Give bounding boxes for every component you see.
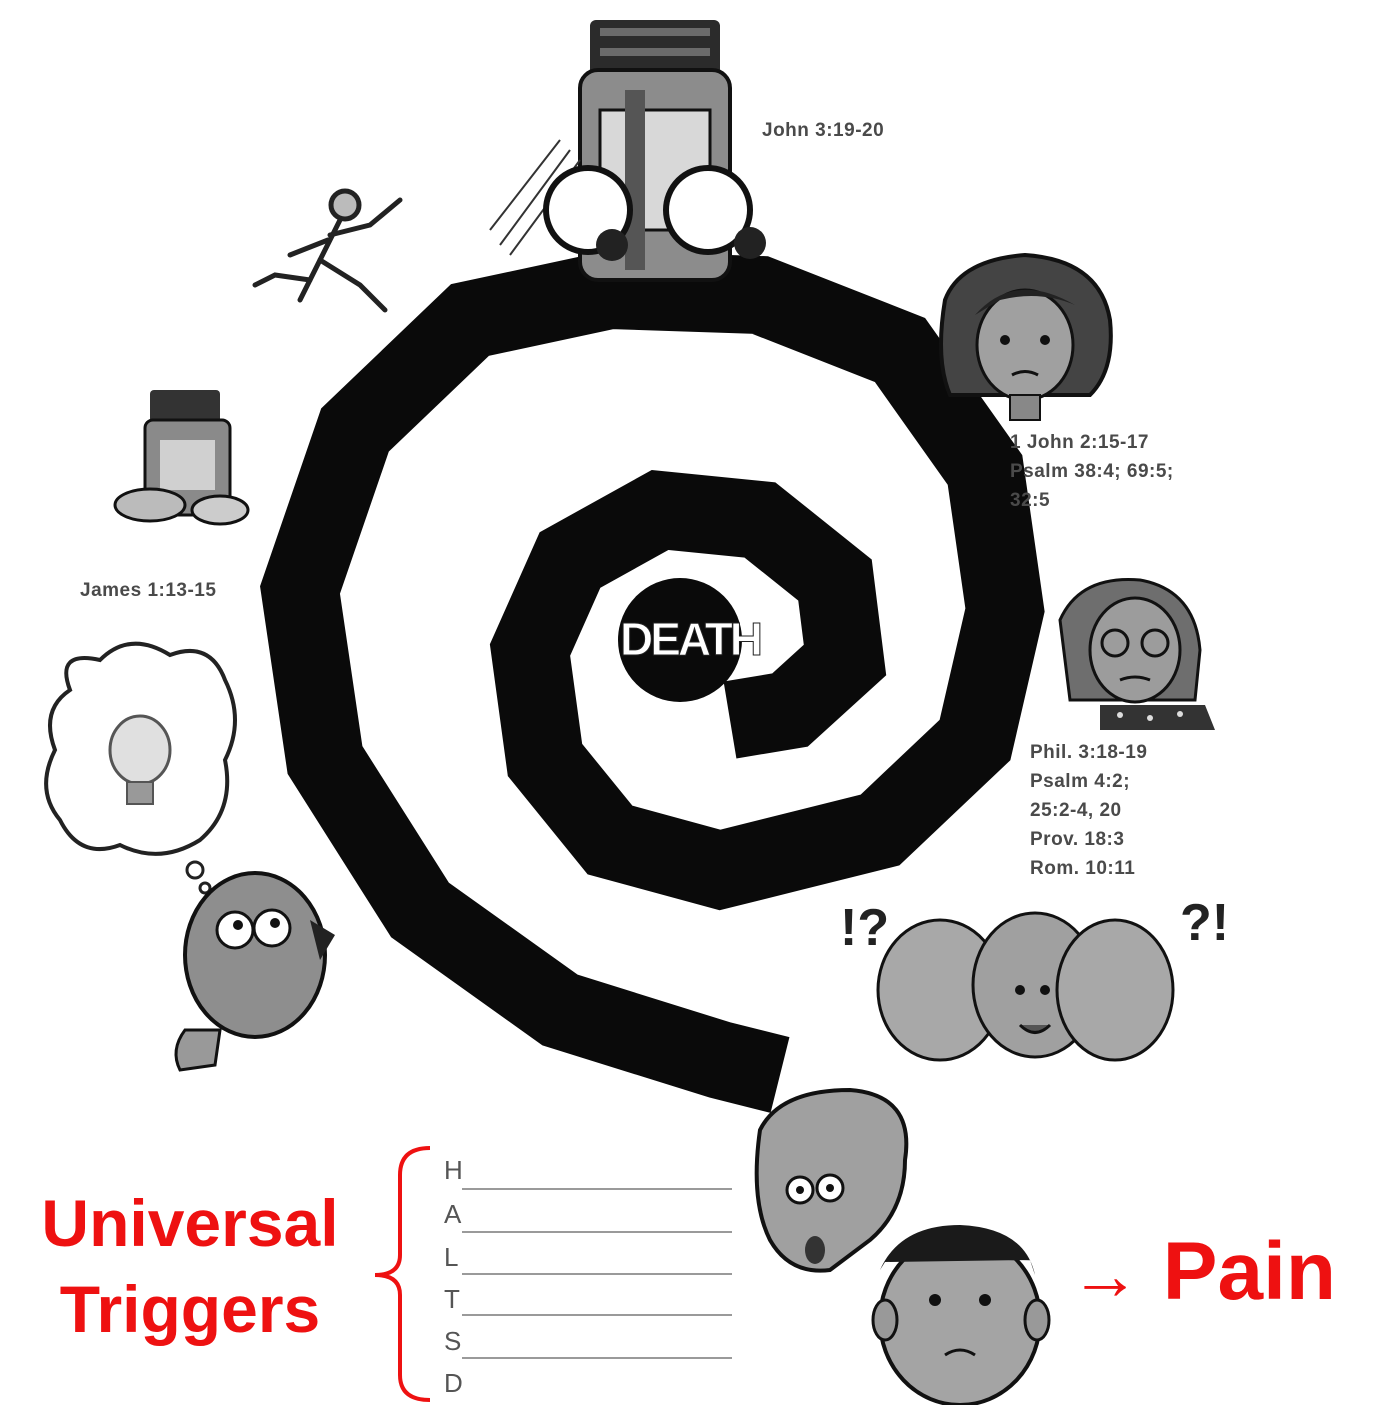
- halt-letter-a: A: [444, 1199, 461, 1230]
- small-pill-bottle-icon: [115, 390, 248, 524]
- halt-line: [462, 1231, 732, 1233]
- running-woman-icon: [255, 191, 400, 310]
- thinking-man-icon: [176, 873, 335, 1070]
- ref-line: Psalm 4:2;: [1030, 767, 1147, 796]
- halt-line: [462, 1357, 732, 1359]
- sad-boy-icon: [873, 1225, 1049, 1405]
- halt-line: [462, 1314, 732, 1316]
- pain-text: Pain: [1163, 1226, 1336, 1317]
- halt-letter-t: T: [444, 1284, 460, 1315]
- ref-first-john: 1 John 2:15-17 Psalm 38:4; 69:5; 32:5: [1010, 428, 1174, 515]
- arrow-right-icon: →: [1070, 1236, 1140, 1314]
- triggers-title: Universal Triggers: [10, 1180, 370, 1352]
- halt-letter-h: H: [444, 1155, 463, 1186]
- svg-text:?!: ?!: [1180, 894, 1229, 952]
- triggers-title-line1: Universal: [10, 1180, 370, 1266]
- ref-line: 32:5: [1010, 486, 1174, 515]
- ref-line: Phil. 3:18-19: [1030, 738, 1147, 767]
- svg-text:!?: !?: [840, 899, 889, 957]
- ref-phil: Phil. 3:18-19 Psalm 4:2; 25:2-4, 20 Prov…: [1030, 738, 1147, 883]
- worried-older-woman-icon: [1060, 580, 1215, 731]
- ref-line: Rom. 10:11: [1030, 854, 1147, 883]
- ref-line: 1 John 2:15-17: [1010, 428, 1174, 457]
- shocked-man-icon: [757, 1090, 907, 1271]
- pain-label: → Pain: [1070, 1222, 1336, 1325]
- crying-woman-icon: [941, 255, 1111, 420]
- halt-letter-s: S: [444, 1326, 461, 1357]
- ref-john: John 3:19-20: [762, 116, 884, 145]
- ref-james: James 1:13-15: [80, 576, 216, 605]
- halt-letter-d: D: [444, 1368, 463, 1399]
- halt-letter-l: L: [444, 1242, 458, 1273]
- halt-line: [462, 1273, 732, 1275]
- triggers-title-line2: Triggers: [10, 1266, 370, 1352]
- halt-line: [462, 1188, 732, 1190]
- ref-line: Psalm 38:4; 69:5;: [1010, 457, 1174, 486]
- confused-faces-icon: !? ?!: [840, 894, 1229, 1060]
- lightbulb-thought-icon: [46, 644, 235, 893]
- triggers-brace: [375, 1148, 430, 1400]
- death-label: DEATH: [620, 612, 750, 666]
- ref-line: 25:2-4, 20: [1030, 796, 1147, 825]
- ref-line: Prov. 18:3: [1030, 825, 1147, 854]
